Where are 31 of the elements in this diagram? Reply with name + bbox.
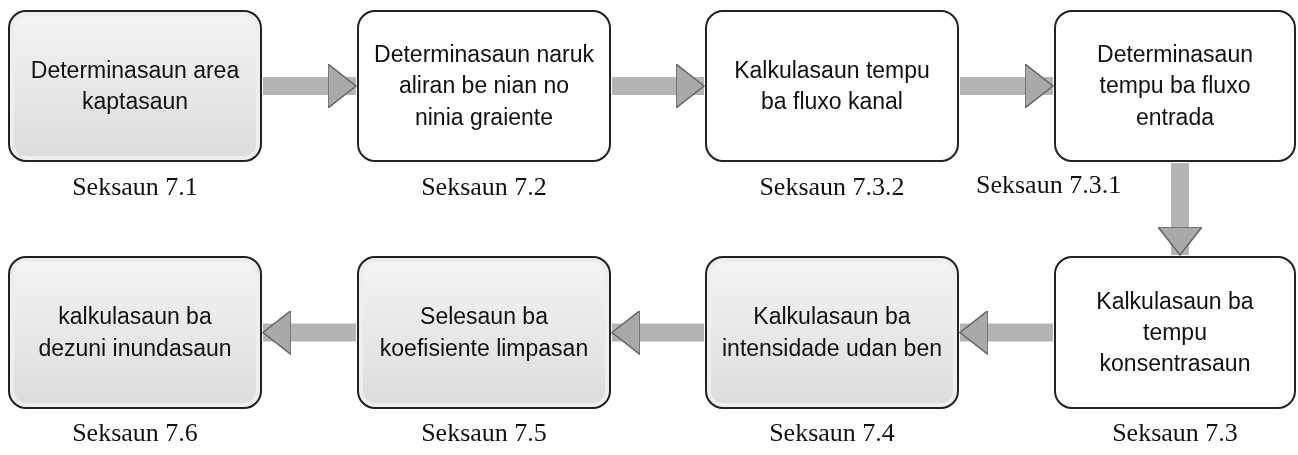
process-box: [357, 10, 611, 162]
arrow: [1157, 163, 1203, 256]
section-label: Seksaun 7.4: [769, 418, 895, 448]
step-text: Selesaun ba koefisiente limpasan: [378, 302, 590, 363]
step-text: kalkulasaun ba dezuni inundasaun: [37, 302, 233, 363]
process-box: [705, 10, 959, 162]
process-box: [1054, 10, 1296, 162]
arrow: [262, 309, 356, 356]
arrow: [960, 63, 1054, 109]
arrow: [612, 63, 705, 109]
section-label: Seksaun 7.3.1: [976, 170, 1122, 200]
section-label: Seksaun 7.5: [421, 418, 547, 448]
arrow: [959, 309, 1053, 356]
section-label: Seksaun 7.1: [72, 172, 198, 202]
step-text: Determinasaun tempu ba fluxo entrada: [1096, 40, 1254, 132]
process-box: [705, 256, 959, 409]
process-box: [1054, 256, 1296, 409]
step-text: Determinasaun naruk aliran be nian no ninia graiente: [373, 40, 595, 132]
step-text: Kalkulasaun tempu ba fluxo kanal: [733, 55, 931, 116]
step-text: Kalkulasaun ba tempu konsentrasaun: [1095, 286, 1255, 378]
section-label: Seksaun 7.6: [72, 418, 198, 448]
process-box: [8, 10, 262, 162]
step-text: Kalkulasaun ba intensidade udan ben: [721, 302, 943, 363]
arrow: [263, 63, 357, 109]
process-box: [8, 256, 262, 409]
section-label: Seksaun 7.3.2: [759, 172, 905, 202]
section-label: Seksaun 7.3: [1112, 418, 1238, 448]
process-box: [357, 256, 611, 409]
step-text: Determinasaun area kaptasaun: [29, 55, 241, 116]
arrow: [611, 309, 704, 356]
section-label: Seksaun 7.2: [421, 172, 547, 202]
